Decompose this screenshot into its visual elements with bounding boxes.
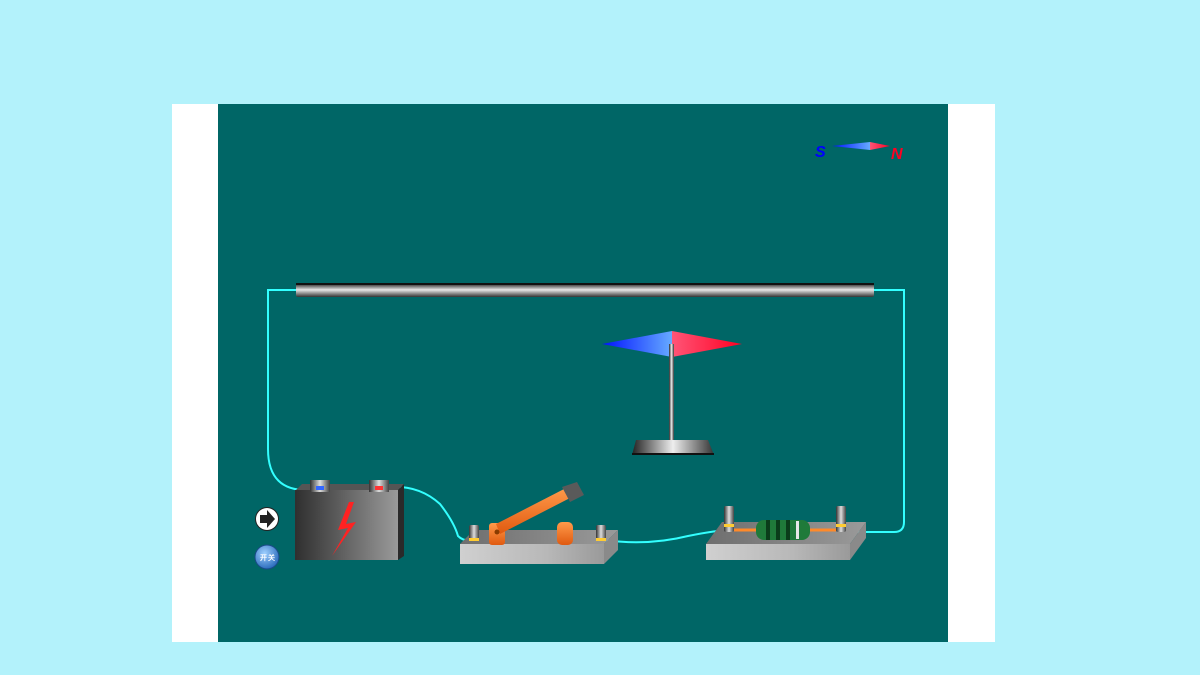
switch-hinge-pin: [494, 529, 500, 535]
resistor-base-front: [706, 544, 850, 560]
switch-terminal-right: [596, 525, 606, 541]
resistor-terminal-right-ring: [836, 524, 846, 527]
power-toggle-on-label: 开: [260, 554, 267, 562]
legend-north-label: N: [891, 146, 903, 163]
battery-side: [398, 484, 404, 560]
switch-base-side: [604, 530, 618, 564]
resistor-terminal-left-ring: [724, 524, 734, 527]
knife-switch[interactable]: [460, 482, 618, 564]
compass-needle-south-icon: [602, 331, 672, 357]
legend-needle-south-icon: [832, 142, 870, 150]
resistor-base-side: [850, 522, 866, 560]
circuit-diagram: S N: [254, 142, 905, 570]
compass-needle-north-icon: [672, 331, 742, 357]
switch-base-top: [460, 530, 618, 544]
wire-right: [840, 289, 905, 533]
compass-base-edge: [632, 453, 714, 455]
battery-terminal-negative-ring: [316, 486, 324, 490]
legend-compass: S N: [815, 142, 903, 163]
resistor-body: [756, 520, 810, 540]
switch-clip-block: [557, 522, 573, 545]
switch-terminal-left: [469, 525, 479, 541]
switch-terminal-right-ring: [596, 538, 606, 541]
compass-stand-base: [632, 440, 714, 455]
power-toggle-button[interactable]: 开 关: [254, 544, 280, 570]
legend-south-label: S: [815, 144, 826, 161]
simulation-stage: S N: [218, 104, 948, 642]
resistor-band-3: [786, 520, 790, 540]
arrow-right-icon: [260, 510, 275, 528]
switch-lever-handle: [562, 482, 584, 502]
switch-terminal-left-ring: [469, 538, 479, 541]
resistor-terminal-right: [836, 506, 846, 532]
magnetic-compass[interactable]: [602, 331, 742, 455]
resistor[interactable]: [706, 506, 866, 560]
compass-stand-pole: [669, 344, 674, 440]
legend-needle-north-icon: [870, 142, 890, 150]
battery-terminal-positive-ring: [375, 486, 383, 490]
conductor-rod: [296, 284, 874, 297]
play-button[interactable]: [255, 507, 279, 531]
resistor-band-2: [776, 520, 780, 540]
wire-left: [267, 289, 318, 492]
resistor-terminal-left: [724, 506, 734, 532]
resistor-band-4: [796, 521, 799, 539]
battery[interactable]: [295, 480, 404, 560]
power-toggle-off-label: 关: [268, 553, 275, 562]
switch-base-front: [460, 544, 604, 564]
switch-lever-blade: [496, 488, 570, 534]
resistor-band-1: [766, 520, 770, 540]
rod-edge: [296, 283, 874, 285]
